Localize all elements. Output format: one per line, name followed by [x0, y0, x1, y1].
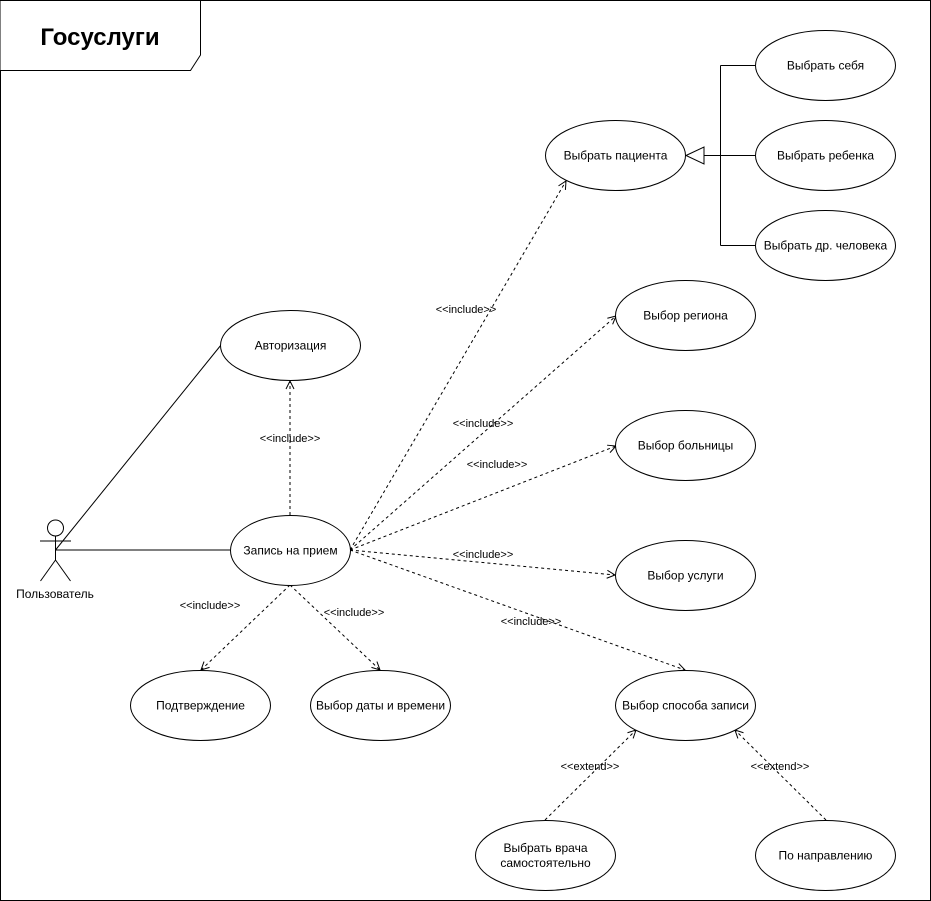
- include-method-edge: [349, 549, 685, 670]
- extend-doctor-edge: [544, 730, 636, 821]
- include-label-region: <<include>>: [453, 418, 514, 430]
- use-case-service-label: Выбор услуги: [647, 569, 723, 583]
- use-case-referral: [755, 820, 896, 891]
- use-case-method: [615, 670, 756, 741]
- use-case-other: [755, 210, 896, 281]
- use-case-self: [755, 30, 896, 101]
- use-case-region: [615, 280, 756, 351]
- include-label-datetime: <<include>>: [324, 607, 385, 619]
- diagram-title: Госуслуги: [40, 24, 159, 51]
- actor-label: Пользователь: [16, 587, 94, 601]
- use-case-patient-label: Выбрать пациента: [564, 149, 668, 163]
- include-confirm-edge: [201, 584, 291, 670]
- generalization-arrowhead: [684, 146, 705, 165]
- extend-relations: [544, 730, 827, 821]
- use-case-doctor-label-line1: Выбрать врача: [503, 841, 587, 855]
- include-relations: [201, 181, 685, 670]
- use-case-referral-label: По направлению: [779, 849, 873, 863]
- include-label-hospital: <<include>>: [467, 459, 528, 471]
- include-label-service: <<include>>: [453, 549, 514, 561]
- extend-label-doctor: <<extend>>: [561, 761, 620, 773]
- use-case-auth: [220, 310, 361, 381]
- use-case-child-label: Выбрать ребенка: [777, 149, 874, 163]
- include-label-confirm: <<include>>: [180, 600, 241, 612]
- use-case-confirm-label: Подтверждение: [156, 699, 245, 713]
- include-label-patient: <<include>>: [436, 304, 497, 316]
- include-datetime-edge: [289, 584, 380, 670]
- use-case-hospital-label: Выбор больницы: [638, 439, 734, 453]
- extend-label-referral: <<extend>>: [751, 761, 810, 773]
- generalization-patient: [684, 65, 755, 246]
- extend-referral-edge: [735, 730, 827, 821]
- use-case-doctor-label-line2: самостоятельно: [500, 856, 591, 870]
- use-case-confirm: [130, 670, 271, 741]
- use-case-doctor: [475, 820, 616, 891]
- use-case-datetime-label: Выбор даты и времени: [316, 699, 445, 713]
- use-case-region-label: Выбор региона: [643, 309, 728, 323]
- use-case-patient: [545, 120, 686, 191]
- use-case-datetime: [310, 670, 451, 741]
- include-service-edge: [349, 549, 615, 575]
- use-case-child: [755, 120, 896, 191]
- use-case-other-label: Выбрать др. человека: [764, 239, 888, 253]
- include-region-edge: [349, 316, 616, 551]
- actor-user: [40, 519, 71, 582]
- include-patient-edge: [349, 181, 566, 551]
- use-case-auth-label: Авторизация: [255, 339, 327, 353]
- use-case-self-label: Выбрать себя: [787, 59, 864, 73]
- include-label-method: <<include>>: [501, 616, 562, 628]
- include-label-auth: <<include>>: [260, 433, 321, 445]
- use-case-booking-label: Запись на прием: [243, 544, 337, 558]
- use-case-method-label: Выбор способа записи: [622, 699, 749, 713]
- title-tab: [0, 0, 201, 71]
- use-case-service: [615, 540, 756, 611]
- use-case-booking: [230, 515, 351, 586]
- association-actor-auth: [55, 344, 222, 551]
- use-case-hospital: [615, 410, 756, 481]
